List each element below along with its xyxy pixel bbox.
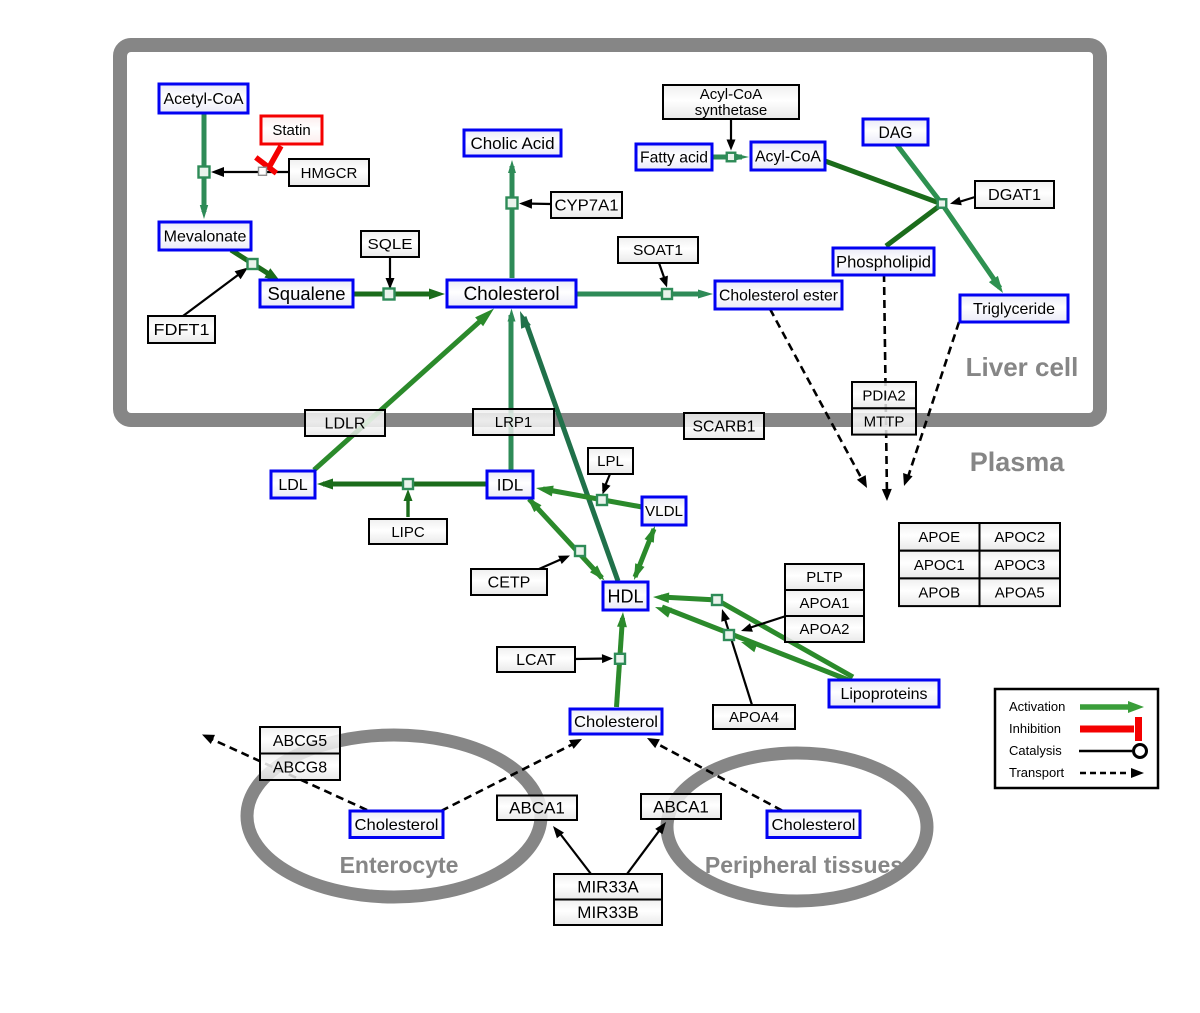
svg-text:Enterocyte: Enterocyte [340,852,459,878]
svg-text:APOC1: APOC1 [914,557,965,574]
svg-text:Peripheral tissues: Peripheral tissues [705,852,903,878]
svg-text:Cholesterol: Cholesterol [463,284,559,305]
svg-text:APOE: APOE [918,529,960,546]
svg-text:SOAT1: SOAT1 [633,242,683,259]
svg-text:LIPC: LIPC [391,524,425,541]
svg-text:MTTP: MTTP [864,414,905,431]
svg-text:Statin: Statin [272,122,310,139]
svg-text:Transport: Transport [1009,765,1065,780]
svg-text:Acyl-CoA: Acyl-CoA [755,149,821,166]
svg-text:HMGCR: HMGCR [301,165,358,182]
svg-text:MIR33A: MIR33A [577,878,639,897]
svg-text:SQLE: SQLE [368,236,413,253]
svg-text:Activation: Activation [1009,699,1065,714]
svg-text:DGAT1: DGAT1 [988,187,1041,204]
svg-text:ABCA1: ABCA1 [509,799,565,818]
svg-text:SCARB1: SCARB1 [693,419,756,436]
svg-text:ABCG8: ABCG8 [273,759,327,776]
svg-text:APOA5: APOA5 [995,585,1045,602]
svg-text:Acyl-CoA: Acyl-CoA [700,86,763,103]
svg-text:Inhibition: Inhibition [1009,721,1061,736]
svg-text:Phospholipid: Phospholipid [836,252,931,271]
svg-text:LDLR: LDLR [325,416,366,433]
svg-text:LCAT: LCAT [516,652,556,669]
svg-text:Cholic Acid: Cholic Acid [470,134,554,153]
svg-text:synthetase: synthetase [695,102,768,119]
svg-text:LPL: LPL [597,453,624,470]
svg-text:LRP1: LRP1 [495,414,533,431]
svg-text:Liver cell: Liver cell [966,352,1079,382]
svg-text:DAG: DAG [879,123,913,142]
svg-text:FDFT1: FDFT1 [154,322,210,339]
svg-text:APOC3: APOC3 [994,557,1045,574]
svg-text:APOA1: APOA1 [799,595,849,612]
svg-text:CETP: CETP [488,575,531,592]
svg-text:CYP7A1: CYP7A1 [555,198,619,215]
svg-text:Squalene: Squalene [268,284,346,304]
svg-text:ABCG5: ABCG5 [273,733,327,750]
svg-text:Cholesterol ester: Cholesterol ester [719,288,839,305]
svg-text:Lipoproteins: Lipoproteins [841,686,928,703]
svg-text:Fatty acid: Fatty acid [640,150,708,167]
svg-text:MIR33B: MIR33B [577,903,638,922]
svg-text:APOA2: APOA2 [799,621,849,638]
svg-text:LDL: LDL [278,477,307,494]
svg-text:Plasma: Plasma [970,447,1066,477]
svg-text:Triglyceride: Triglyceride [973,301,1055,318]
svg-text:Catalysis: Catalysis [1009,743,1062,758]
svg-text:PDIA2: PDIA2 [862,387,905,404]
svg-text:Acetyl-CoA: Acetyl-CoA [163,91,243,108]
svg-text:PLTP: PLTP [806,569,842,586]
svg-text:IDL: IDL [497,475,523,494]
svg-text:VLDL: VLDL [645,503,683,520]
svg-text:Cholesterol: Cholesterol [574,714,658,731]
svg-text:Mevalonate: Mevalonate [164,229,247,246]
svg-text:APOB: APOB [918,585,960,602]
svg-text:HDL: HDL [608,586,644,606]
svg-text:Cholesterol: Cholesterol [772,817,856,834]
svg-text:ABCA1: ABCA1 [653,798,709,817]
svg-text:APOC2: APOC2 [994,529,1045,546]
svg-text:APOA4: APOA4 [729,709,779,726]
svg-text:Cholesterol: Cholesterol [355,817,439,834]
